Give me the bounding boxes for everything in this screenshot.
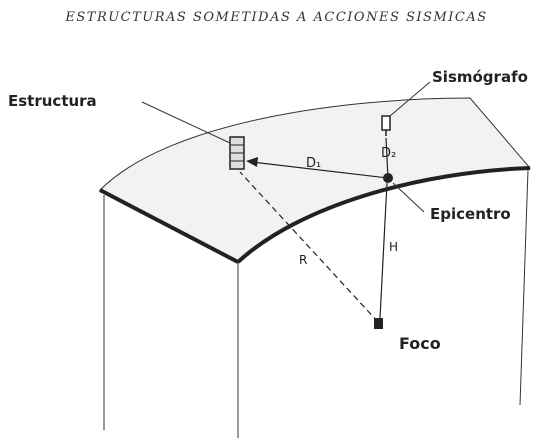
r-distance-line (239, 171, 379, 323)
focus-label: Foco (399, 334, 441, 353)
r-symbol: R (299, 253, 307, 267)
d1-symbol: D₁ (306, 156, 321, 171)
seismograph-icon (381, 115, 391, 136)
epicenter-label: Epicentro (430, 205, 511, 223)
block-edge-right (519, 169, 529, 406)
structure-building-icon (229, 136, 245, 170)
seismograph-label: Sismógrafo (432, 68, 528, 86)
epicenter-leader-line (392, 182, 425, 213)
h-depth-line (379, 182, 388, 319)
h-symbol: H (389, 240, 398, 254)
structure-leader-line (141, 101, 231, 144)
surface-edge-left (99, 188, 239, 264)
figure-title: ESTRUCTURAS SOMETIDAS A ACCIONES SISMICA… (65, 10, 488, 25)
structure-label: Estructura (8, 92, 97, 110)
seismograph-leader-line (389, 81, 431, 117)
surface-edge-right (236, 166, 531, 264)
d1-distance-line (251, 161, 389, 179)
ground-surface (99, 97, 532, 263)
d1-arrowhead (246, 157, 258, 167)
d2-symbol: D₂ (381, 146, 396, 161)
d2-distance-line (385, 137, 389, 179)
focus-marker (374, 318, 383, 329)
